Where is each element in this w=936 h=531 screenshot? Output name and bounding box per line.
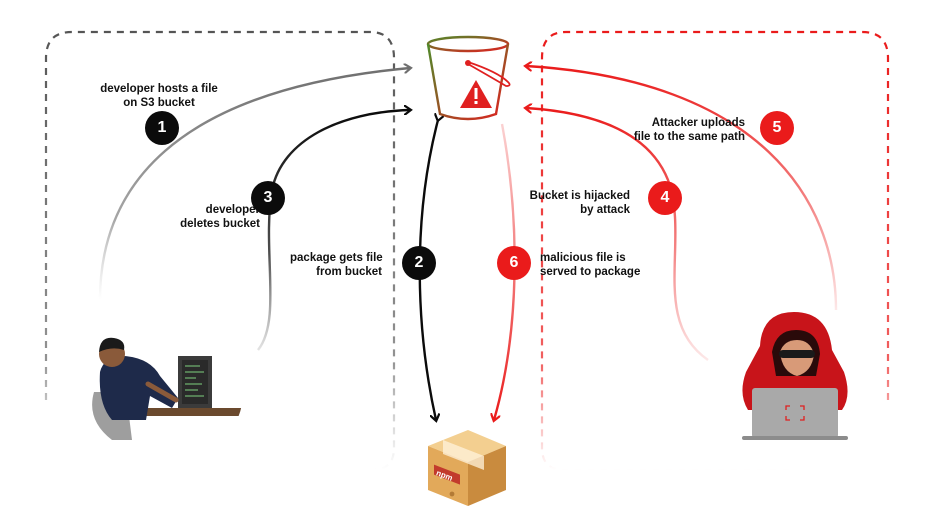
step-6-line-2: served to package — [540, 266, 641, 278]
hacker-illustration — [742, 312, 848, 440]
step-1-badge: 1 — [145, 111, 179, 145]
developer-illustration — [68, 298, 244, 474]
arrow-step-5 — [526, 66, 838, 311]
step-3-badge: 3 — [251, 181, 285, 215]
step-2-label: package gets file from bucket — [290, 251, 383, 279]
step-1-label: developer hosts a file on S3 bucket — [84, 82, 234, 110]
step-4-badge: 4 — [648, 181, 682, 215]
warning-icon — [460, 80, 492, 108]
step-5-label: Attacker uploads file to the same path — [620, 116, 745, 144]
step-3-label: developer deletes bucket — [170, 203, 260, 231]
step-1-line-1: developer hosts a file — [100, 83, 218, 95]
arrow-step-3 — [257, 110, 410, 351]
step-1-line-2: on S3 bucket — [123, 97, 195, 109]
step-4-line-1: Bucket is hijacked — [529, 190, 630, 202]
step-4-label: Bucket is hijacked by attack — [526, 189, 630, 217]
step-2-line-1: package gets file — [290, 252, 383, 264]
step-3-line-1: developer — [205, 204, 260, 216]
step-6-label: malicious file is served to package — [540, 251, 660, 279]
arrow-step-1 — [98, 68, 410, 301]
npm-package-icon: npm — [428, 430, 506, 506]
step-2-line-2: from bucket — [316, 266, 382, 278]
step-6-line-1: malicious file is — [540, 252, 626, 264]
step-5-line-2: file to the same path — [633, 131, 745, 143]
step-5-line-1: Attacker uploads — [651, 117, 745, 129]
step-4-line-2: by attack — [580, 204, 630, 216]
s3-bucket-icon — [426, 35, 511, 121]
step-2-badge: 2 — [402, 246, 436, 280]
step-3-line-2: deletes bucket — [180, 218, 260, 230]
arrow-step-4 — [526, 108, 709, 361]
step-5-badge: 5 — [760, 111, 794, 145]
developer-zone-border — [44, 30, 396, 472]
step-6-badge: 6 — [497, 246, 531, 280]
